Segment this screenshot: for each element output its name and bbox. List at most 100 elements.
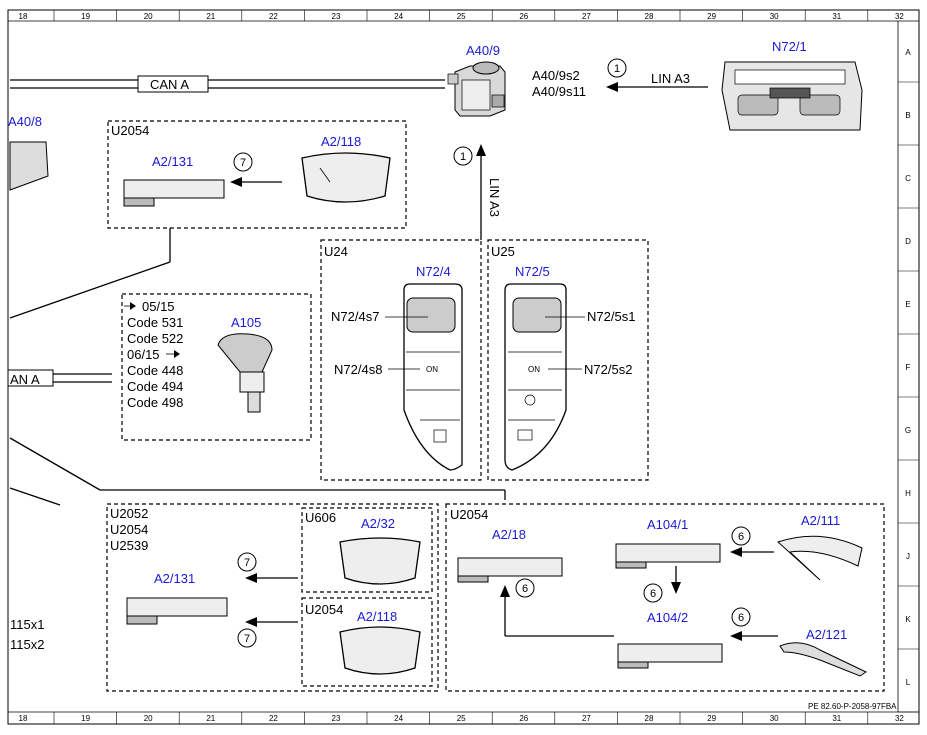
a2-118-bottom-windshield-image bbox=[339, 626, 421, 675]
col-top-30: 30 bbox=[770, 12, 779, 21]
u2054-inner-label: U2054 bbox=[305, 602, 343, 617]
col-bottom-18: 18 bbox=[19, 714, 28, 723]
a104-1-module-image bbox=[615, 543, 721, 569]
u2054-right-label: U2054 bbox=[450, 507, 488, 522]
col-top-24: 24 bbox=[394, 12, 403, 21]
col-top-27: 27 bbox=[582, 12, 591, 21]
col-top-21: 21 bbox=[206, 12, 215, 21]
col-bottom-25: 25 bbox=[457, 714, 466, 723]
marker-6-b: 6 bbox=[650, 588, 656, 600]
col-top-23: 23 bbox=[332, 12, 341, 21]
col-bottom-20: 20 bbox=[144, 714, 153, 723]
row-B: B bbox=[905, 111, 910, 120]
col-bottom-21: 21 bbox=[206, 714, 215, 723]
col-top-19: 19 bbox=[81, 12, 90, 21]
col-bottom-19: 19 bbox=[81, 714, 90, 723]
marker-6-a: 6 bbox=[522, 583, 528, 595]
code-494: Code 494 bbox=[127, 379, 183, 394]
code-448: Code 448 bbox=[127, 363, 183, 378]
a104-1-label: A104/1 bbox=[647, 517, 688, 532]
u25-label: U25 bbox=[491, 244, 515, 259]
col-bottom-32: 32 bbox=[895, 714, 904, 723]
n72-5-switch-panel-image bbox=[504, 283, 567, 471]
lin-a3-label-v: LIN A3 bbox=[487, 178, 502, 217]
col-bottom-27: 27 bbox=[582, 714, 591, 723]
n72-4s7-label: N72/4s7 bbox=[331, 309, 379, 324]
marker-7-top: 7 bbox=[240, 157, 246, 169]
n72-4s8-label: N72/4s8 bbox=[334, 362, 382, 377]
col-top-25: 25 bbox=[457, 12, 466, 21]
n72-4-switch-panel-image bbox=[403, 283, 463, 471]
col-top-31: 31 bbox=[832, 12, 841, 21]
code-date-from: 05/15 bbox=[142, 299, 175, 314]
col-top-32: 32 bbox=[895, 12, 904, 21]
n72-4-label: N72/4 bbox=[416, 264, 451, 279]
u-stack-2: U2054 bbox=[110, 522, 148, 537]
row-K: K bbox=[905, 615, 911, 624]
marker-7-mid: 7 bbox=[244, 557, 250, 569]
n72-5s2-label: N72/5s2 bbox=[584, 362, 632, 377]
column-ruler-top: 18 19 20 21 22 23 24 25 26 27 28 29 30 31 32 bbox=[19, 10, 904, 21]
row-J: J bbox=[906, 552, 910, 561]
col-top-29: 29 bbox=[707, 12, 716, 21]
a2-111-label: A2/111 bbox=[801, 513, 840, 528]
col-top-28: 28 bbox=[645, 12, 654, 21]
a2-18-module-image bbox=[457, 557, 563, 583]
marker-1-top: 1 bbox=[614, 63, 620, 75]
a2-118-bottom-label: A2/118 bbox=[357, 609, 397, 624]
frame-border bbox=[7, 9, 920, 725]
code-498: Code 498 bbox=[127, 395, 183, 410]
a2-131-bottom-module-image bbox=[126, 597, 228, 625]
can-a-label-mid: AN A bbox=[10, 372, 40, 387]
col-top-22: 22 bbox=[269, 12, 278, 21]
marker-6-d: 6 bbox=[738, 612, 744, 624]
a2-131-top-label: A2/131 bbox=[152, 154, 193, 169]
u24-label: U24 bbox=[324, 244, 348, 259]
col-bottom-23: 23 bbox=[332, 714, 341, 723]
col-bottom-31: 31 bbox=[832, 714, 841, 723]
marker-1-vertical: 1 bbox=[460, 151, 466, 163]
n72-5s1-label: N72/5s1 bbox=[587, 309, 635, 324]
row-F: F bbox=[906, 363, 911, 372]
col-bottom-29: 29 bbox=[707, 714, 716, 723]
x115x2-label: 115x2 bbox=[10, 637, 44, 652]
col-bottom-26: 26 bbox=[519, 714, 528, 723]
a2-131-bottom-label: A2/131 bbox=[154, 571, 195, 586]
a2-111-antenna-image bbox=[777, 535, 863, 581]
row-E: E bbox=[905, 300, 910, 309]
row-L: L bbox=[906, 678, 911, 687]
a104-2-label: A104/2 bbox=[647, 610, 688, 625]
col-bottom-24: 24 bbox=[394, 714, 403, 723]
a2-118-top-windshield-image bbox=[301, 152, 391, 203]
a104-2-module-image bbox=[617, 643, 723, 669]
marker-6-c: 6 bbox=[738, 531, 744, 543]
a40-9-label: A40/9 bbox=[466, 43, 500, 58]
col-top-26: 26 bbox=[519, 12, 528, 21]
a40-9s11-label: A40/9s11 bbox=[532, 84, 586, 99]
lin-a3-label-h: LIN A3 bbox=[651, 71, 690, 86]
a2-131-top-module-image bbox=[123, 179, 225, 207]
a2-32-label: A2/32 bbox=[361, 516, 395, 531]
a40-8-display-image bbox=[9, 141, 49, 191]
a105-label: A105 bbox=[231, 315, 261, 330]
row-G: G bbox=[905, 426, 911, 435]
col-bottom-22: 22 bbox=[269, 714, 278, 723]
col-top-18: 18 bbox=[19, 12, 28, 21]
a2-121-label: A2/121 bbox=[806, 627, 847, 642]
n72-5-label: N72/5 bbox=[515, 264, 550, 279]
row-A: A bbox=[905, 48, 911, 57]
code-date-to: 06/15 bbox=[127, 347, 160, 362]
code-522: Code 522 bbox=[127, 331, 183, 346]
col-bottom-30: 30 bbox=[770, 714, 779, 723]
n72-4-on-text: ON bbox=[426, 365, 438, 374]
n72-1-label: N72/1 bbox=[772, 39, 807, 54]
u-stack-1: U2052 bbox=[110, 506, 148, 521]
a105-selector-lever-image bbox=[217, 333, 273, 413]
col-top-20: 20 bbox=[144, 12, 153, 21]
row-C: C bbox=[905, 174, 911, 183]
a40-8-label: A40/8 bbox=[8, 114, 42, 129]
drawing-reference: PE 82.60-P-2058-97FBA bbox=[808, 702, 897, 711]
